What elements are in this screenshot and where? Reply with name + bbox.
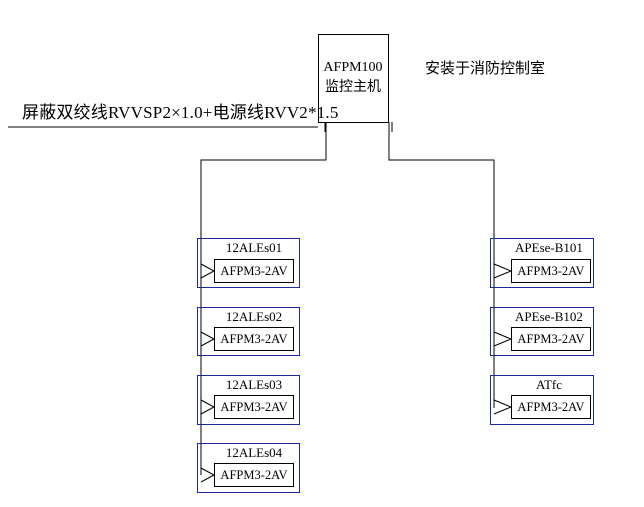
host-model: AFPM100 (323, 60, 383, 75)
cable-label: 屏蔽双绞线RVVSP2×1.0+电源线RVV2*1.5 (22, 103, 339, 122)
connector-arrow-left-3 (200, 399, 216, 415)
device-title-left-1: 12ALEs01 (225, 240, 283, 255)
host-unit: AFPM100 监控主机 (318, 34, 388, 122)
connector-arrow-left-4 (200, 467, 216, 483)
host-name: 监控主机 (325, 80, 381, 95)
device-model-left-4: AFPM3-2AV (220, 468, 288, 482)
install-note: 安装于消防控制室 (425, 61, 546, 77)
connector-arrow-left-2 (200, 331, 216, 347)
device-model-right-1: AFPM3-2AV (517, 264, 585, 278)
connector-arrow-right-1 (493, 263, 513, 279)
device-title-left-4: 12ALEs04 (225, 445, 283, 460)
connector-arrow-right-2 (493, 331, 513, 347)
device-box-left-4 (197, 443, 300, 493)
device-title-right-3: ATfc (536, 377, 562, 392)
host-box (318, 34, 389, 123)
device-box-left-1 (197, 238, 300, 288)
right-branch-line (388, 122, 495, 408)
device-box-left-3 (197, 375, 300, 425)
device-model-left-3: AFPM3-2AV (220, 400, 288, 414)
device-title-right-1: APEse-B101 (515, 240, 583, 255)
device-model-left-1: AFPM3-2AV (220, 264, 288, 278)
device-model-left-2: AFPM3-2AV (220, 332, 288, 346)
left-branch-line (200, 122, 327, 475)
device-title-right-2: APEse-B102 (515, 309, 583, 324)
device-model-right-3: AFPM3-2AV (517, 400, 585, 414)
device-title-left-2: 12ALEs02 (225, 309, 283, 324)
device-title-left-3: 12ALEs03 (225, 377, 283, 392)
connector-arrow-left-1 (200, 263, 216, 279)
device-box-right-3 (490, 375, 594, 425)
device-box-left-2 (197, 307, 300, 356)
device-box-right-1 (490, 238, 594, 288)
device-model-right-2: AFPM3-2AV (517, 332, 585, 346)
connector-arrow-right-3 (493, 399, 513, 415)
device-box-right-2 (490, 307, 594, 356)
